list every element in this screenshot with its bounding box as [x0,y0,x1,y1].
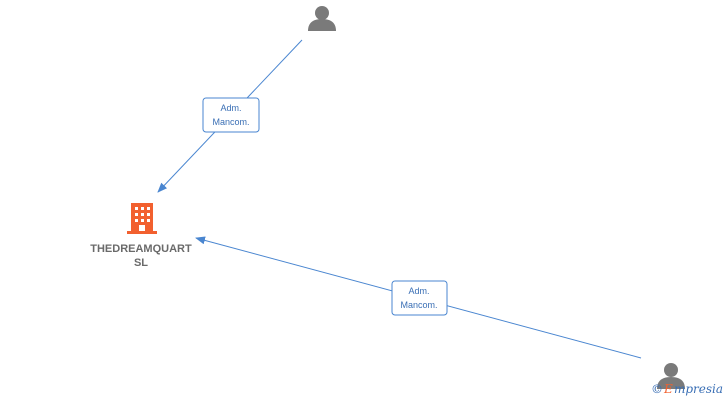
edge-label[interactable]: Adm. Mancom. [202,97,260,133]
edge-label-type: Mancom. [212,117,249,127]
person-icon [308,6,336,31]
edge-label-box [202,97,260,133]
company-name-line1: THEDREAMQUART [90,243,192,255]
watermark-accent-letter: E [663,382,673,396]
person-node-bottom[interactable] [657,363,685,389]
company-node[interactable]: THEDREAMQUART SL [90,203,192,269]
watermark-text: mpresia [674,382,723,396]
edge-bottom-person-to-company[interactable]: Adm. Mancom. [195,236,642,359]
person-icon [657,363,685,389]
empresia-watermark: © E mpresia [651,382,723,396]
company-name-line2: SL [134,257,148,269]
copyright-symbol: © [651,382,663,396]
edge-label-role: Adm. [408,286,429,296]
edge-label-box [391,280,448,316]
person-node-top[interactable] [308,6,336,31]
edge-label[interactable]: Adm. Mancom. [391,280,448,316]
edge-top-person-to-company[interactable]: Adm. Mancom. [157,39,303,193]
building-icon [127,203,157,234]
edge-label-type: Mancom. [400,300,437,310]
edge-label-role: Adm. [220,103,241,113]
